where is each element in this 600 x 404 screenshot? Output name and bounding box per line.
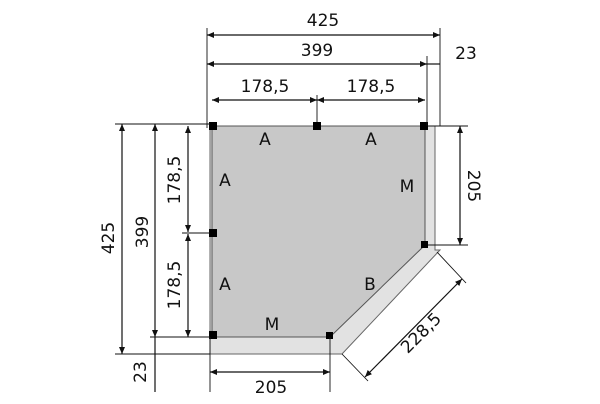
wall-label-left-upper: A xyxy=(219,171,231,191)
dim-left-upper-span: 178,5 xyxy=(165,156,185,205)
post-top-middle xyxy=(313,122,321,130)
wall-label-top-right: A xyxy=(365,130,377,150)
post-top-left xyxy=(209,122,217,130)
floor-area xyxy=(211,125,426,338)
wall-label-left-lower: A xyxy=(219,275,231,295)
wall-label-right: M xyxy=(400,177,415,197)
dim-right-span: 205 xyxy=(463,170,483,202)
wall-label-bottom: M xyxy=(265,315,280,335)
dim-line-diagonal xyxy=(364,278,463,378)
dim-bottom-overhang: 23 xyxy=(131,361,151,383)
dim-top-overhang: 23 xyxy=(455,44,477,64)
dim-top-overall: 425 xyxy=(307,11,339,31)
dim-top-right-span: 178,5 xyxy=(347,77,396,97)
dim-top-left-span: 178,5 xyxy=(241,77,290,97)
post-top-right xyxy=(420,122,428,130)
dim-bottom-span: 205 xyxy=(255,378,287,398)
ext-diag-top xyxy=(436,251,467,284)
dim-left-inner: 399 xyxy=(133,216,153,248)
dim-top-inner: 399 xyxy=(301,41,333,61)
post-bottom-diag xyxy=(326,332,333,339)
ext-diag-bottom xyxy=(341,353,369,382)
post-bottom-left xyxy=(209,331,217,339)
dim-diagonal-span: 228,5 xyxy=(397,309,446,358)
dim-left-lower-span: 178,5 xyxy=(165,261,185,310)
wall-label-diagonal: B xyxy=(364,275,376,295)
dim-left-overall: 425 xyxy=(99,222,119,254)
post-right-diag xyxy=(421,241,428,248)
post-left-middle xyxy=(209,229,217,237)
wall-label-top-left: A xyxy=(259,130,271,150)
